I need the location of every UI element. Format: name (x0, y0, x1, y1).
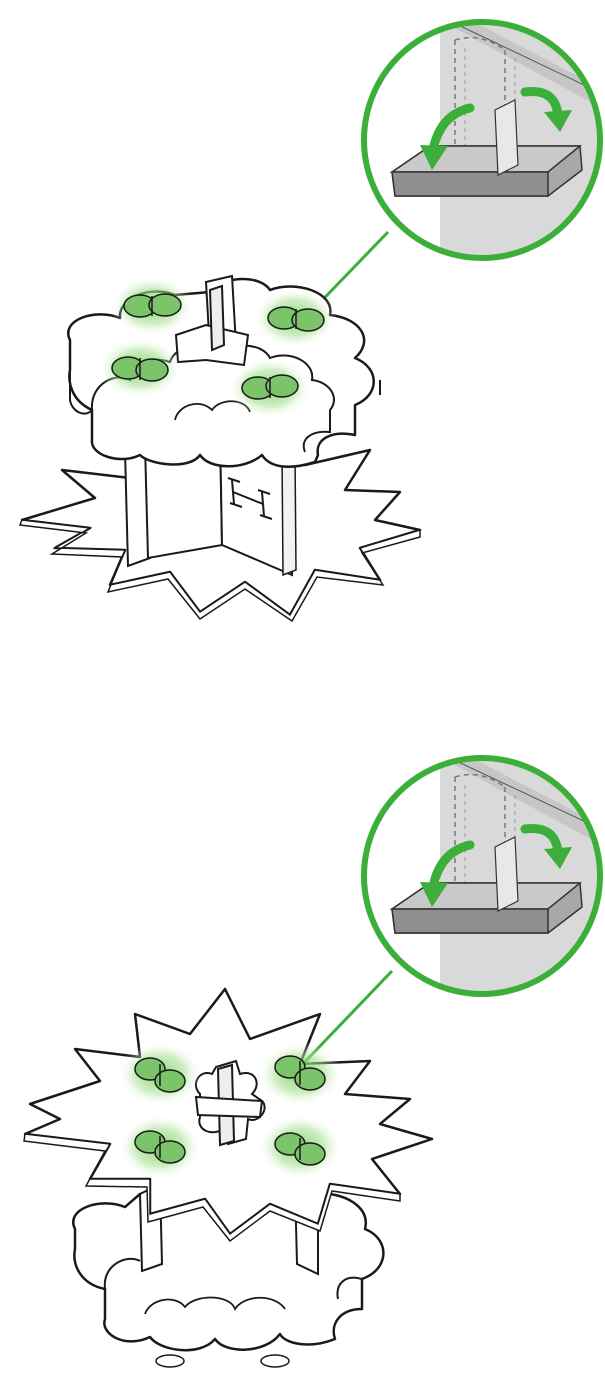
fold-arrow-right-icon (520, 823, 563, 857)
stand-inverted-diagram (23, 755, 603, 1368)
fold-tab (123, 293, 182, 318)
fold-tab (111, 356, 169, 382)
fold-tab (134, 1130, 186, 1164)
fold-tab (241, 374, 299, 400)
fold-arrow-left-icon (428, 840, 475, 892)
fold-arrow-right-icon (520, 86, 563, 120)
fold-arrow-left-icon (428, 103, 475, 155)
zoom-detail-circle (361, 19, 603, 261)
panel-stand-inverted (0, 689, 605, 1378)
fold-tab (134, 1057, 186, 1093)
fold-tab (267, 306, 325, 332)
fold-tab (274, 1055, 326, 1091)
zoom-detail-circle (361, 755, 603, 997)
panel-stand-upright (18, 19, 603, 623)
fold-tab (274, 1132, 326, 1166)
central-cross-support (174, 274, 250, 367)
h-slot-icon (227, 477, 273, 520)
stand-upright-diagram (18, 19, 603, 623)
central-cross-support (194, 1059, 266, 1147)
